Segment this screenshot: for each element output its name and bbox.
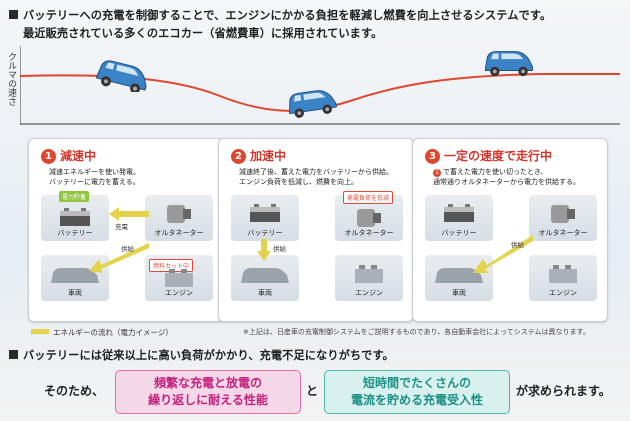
speed-axis-label: クルマの速さ [6,52,16,106]
panel-description: 減速エネルギーを使い発電。バッテリーに電力を蓄える。 [49,168,140,186]
energy-flow-legend: エネルギーの流れ（電力イメージ） [31,327,173,338]
cell-vehicle: 車両 [425,255,493,301]
engine-icon [549,265,577,283]
cell-battery: 電力貯蓄 バッテリー [41,191,109,241]
alternator-icon [551,205,575,223]
cell-engine: 燃料カット中 エンジン [145,255,213,301]
cell-vehicle: 車両 [41,255,109,301]
car-accelerating-icon [289,90,337,118]
conclusion-prefix: そのため、 [44,384,105,398]
engine-icon [165,269,193,287]
car-decelerating-icon [95,60,147,92]
car-cruising-icon [484,51,533,77]
conclusion-suffix: が求められます。 [516,384,611,398]
alternator-icon [167,205,191,223]
cell-alternator: オルタネーター [529,195,597,241]
panel-description: 減速終了後、蓄えた電力をバッテリーから供給。エンジン負荷を低減し、燃費を向上。 [239,168,393,186]
charge-acceptance-requirement-box: 短時間でたくさんの電流を貯める充電受入性 [324,370,510,414]
conclusion-connector: と [306,384,319,398]
durability-requirement-box: 頻繁な充電と放電の繰り返しに耐える性能 [115,370,301,414]
load-reduced-tag: 発電負荷を低減 [343,191,394,204]
footnote: ※上記は、日産車の充電制御システムをご説明するものであり、各自動車会社によってシ… [243,328,590,336]
legend-arrow-icon [31,329,49,334]
intro-line-2: 最近販売されている多くのエコカー（省燃費車）に採用されています。 [23,27,383,40]
charge-arrow-icon [109,207,149,221]
cell-battery: バッテリー [425,195,493,241]
cell-engine: エンジン [335,255,403,301]
battery-icon [444,204,474,222]
cell-battery: バッテリー [231,195,299,241]
supply-arrow-icon [89,243,149,273]
supply-arrow-icon [473,235,533,273]
step-1-mark: 1 [433,169,441,177]
vehicle-silhouette-icon [51,268,99,283]
vehicle-silhouette-icon [435,268,483,283]
square-bullet-icon [9,10,18,19]
battery-icon [60,208,90,226]
alternator-icon [357,209,381,227]
intro-line-1: バッテリーへの充電を制御することで、エンジンにかかる負担を軽減し燃費を向上させる… [9,7,551,23]
square-bullet-icon [9,350,18,359]
supply-arrow-down-icon [257,239,271,261]
energy-stored-tag: 電力貯蓄 [59,191,90,202]
engine-icon [355,265,383,283]
cell-alternator: オルタネーター [145,195,213,241]
cell-vehicle: 車両 [231,255,299,301]
cell-alternator: 発電負荷を低減 オルタネーター [335,191,403,241]
battery-icon [250,204,280,222]
fuel-cut-tag: 燃料カット中 [149,259,194,272]
vehicle-silhouette-icon [241,268,289,283]
cell-engine: エンジン [529,255,597,301]
battery-load-heading: バッテリーには従来以上に高い負荷がかかり、充電不足になりがちです。 [9,347,394,363]
